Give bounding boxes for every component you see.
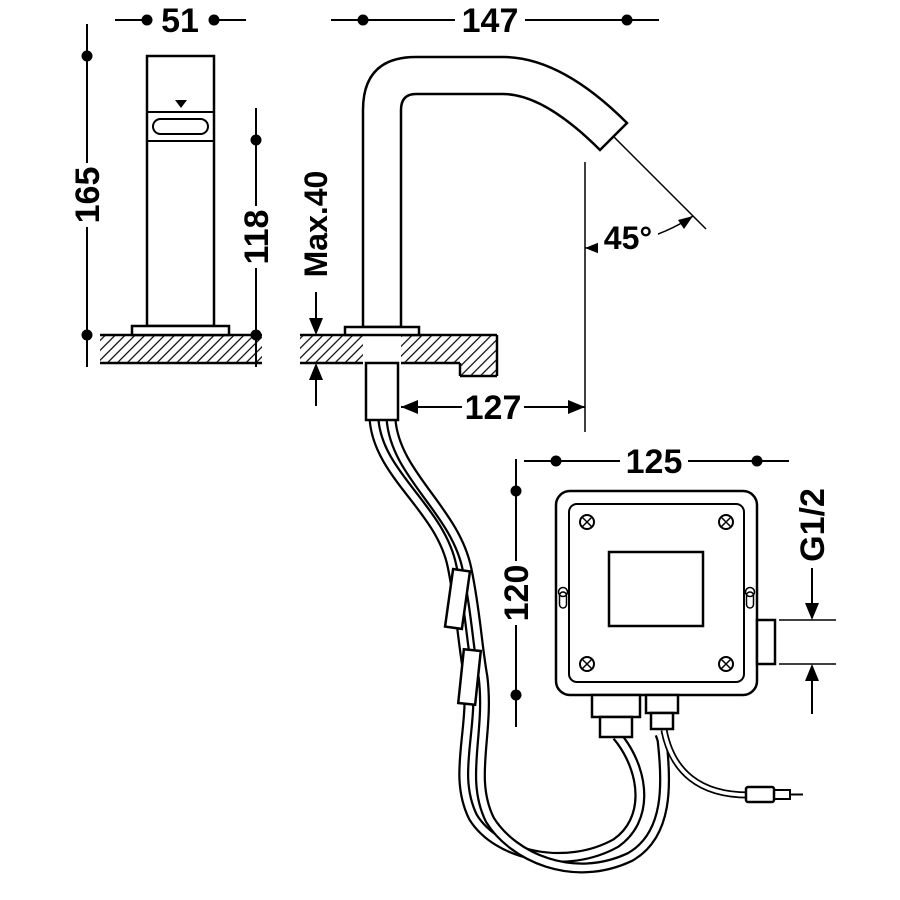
dim-dot	[751, 455, 763, 467]
hose-1	[370, 418, 644, 861]
countertop-hatch	[300, 335, 363, 363]
keyhole-right	[744, 586, 756, 609]
dim-dot	[250, 329, 262, 341]
dim-label-125: 125	[626, 443, 683, 481]
dimension-box-width: 125	[524, 443, 789, 481]
hose-fitting-body-right	[649, 711, 675, 731]
dim-dot	[250, 134, 262, 146]
screw	[718, 656, 734, 672]
g12-connection-fitting	[755, 618, 777, 666]
dim-dot	[550, 455, 562, 467]
countertop-edge-hatch	[460, 363, 497, 376]
dim-dot	[510, 485, 522, 497]
control-box-window	[607, 550, 705, 628]
mounting-keyholes	[557, 586, 756, 609]
faucet-base-flange-side	[130, 324, 231, 337]
hose-2	[387, 418, 668, 872]
control-box	[554, 489, 777, 739]
dimension-sensor-height: 118	[238, 108, 276, 367]
inline-connector-sleeve-2	[456, 647, 483, 707]
sensor-cable	[662, 729, 749, 797]
arrowhead-down	[805, 603, 819, 620]
dim-dot	[81, 329, 93, 341]
keyhole-left	[557, 586, 569, 609]
side-view-countertop	[100, 333, 262, 365]
countertop-hatch	[401, 335, 497, 363]
dimension-thread: G1/2	[779, 488, 836, 714]
sensor-window-side	[152, 118, 209, 135]
shank	[364, 361, 400, 422]
dimension-box-height: 120	[498, 459, 536, 727]
arrowhead-right	[568, 400, 585, 414]
label-backing	[598, 218, 658, 258]
dim-dot	[208, 14, 220, 26]
spout-outline	[361, 55, 629, 329]
screw	[579, 514, 595, 530]
dimension-angle: 45°	[584, 215, 694, 258]
dim-label-118: 118	[238, 210, 276, 265]
countertop-hatch	[100, 335, 262, 363]
arrowhead-up	[805, 664, 819, 681]
control-box-inner-panel	[568, 503, 745, 683]
faucet-front-view	[343, 55, 707, 432]
inline-connector-sleeve-1	[443, 567, 472, 631]
screw	[718, 514, 734, 530]
hose-fitting-body-left	[598, 715, 634, 739]
dimension-side-height: 165	[69, 24, 107, 367]
arc-arrowhead-left	[585, 242, 600, 254]
screw	[579, 656, 595, 672]
dim-label-45deg: 45°	[604, 220, 652, 256]
dimension-side-width: 51	[115, 2, 246, 40]
dim-dot	[621, 14, 633, 26]
bottom-fittings	[590, 693, 680, 739]
outlet-direction-line	[613, 136, 707, 230]
arrowhead-down	[309, 318, 323, 335]
dim-label-51: 51	[161, 2, 199, 40]
front-view-countertop	[300, 333, 499, 378]
indicator-triangle	[175, 100, 187, 108]
faucet-side-view	[130, 54, 231, 337]
power-jack	[744, 785, 803, 804]
dim-dot	[81, 50, 93, 62]
dimension-max-deck: Max.40	[298, 171, 334, 406]
dim-label-147: 147	[462, 2, 519, 40]
faucet-body-side	[145, 54, 216, 328]
dim-dot	[357, 14, 369, 26]
dim-label-g12: G1/2	[794, 488, 832, 562]
hose-fitting-nut-left	[590, 693, 642, 719]
corner-screws	[579, 514, 734, 672]
dimension-reach: 147	[331, 2, 659, 40]
supply-hoses	[368, 418, 803, 874]
dim-dot	[141, 14, 153, 26]
dim-label-165: 165	[69, 167, 107, 224]
dim-dot	[510, 689, 522, 701]
hose-fitting-nut-right	[644, 693, 680, 715]
dim-label-127: 127	[465, 389, 522, 427]
dim-label-120: 120	[498, 565, 536, 622]
base-flange	[343, 325, 421, 337]
dim-label-max40: Max.40	[298, 171, 334, 278]
dimension-outlet-offset: 127	[401, 389, 585, 427]
arc-arrowhead-right	[678, 216, 693, 229]
arrowhead-up	[309, 363, 323, 380]
